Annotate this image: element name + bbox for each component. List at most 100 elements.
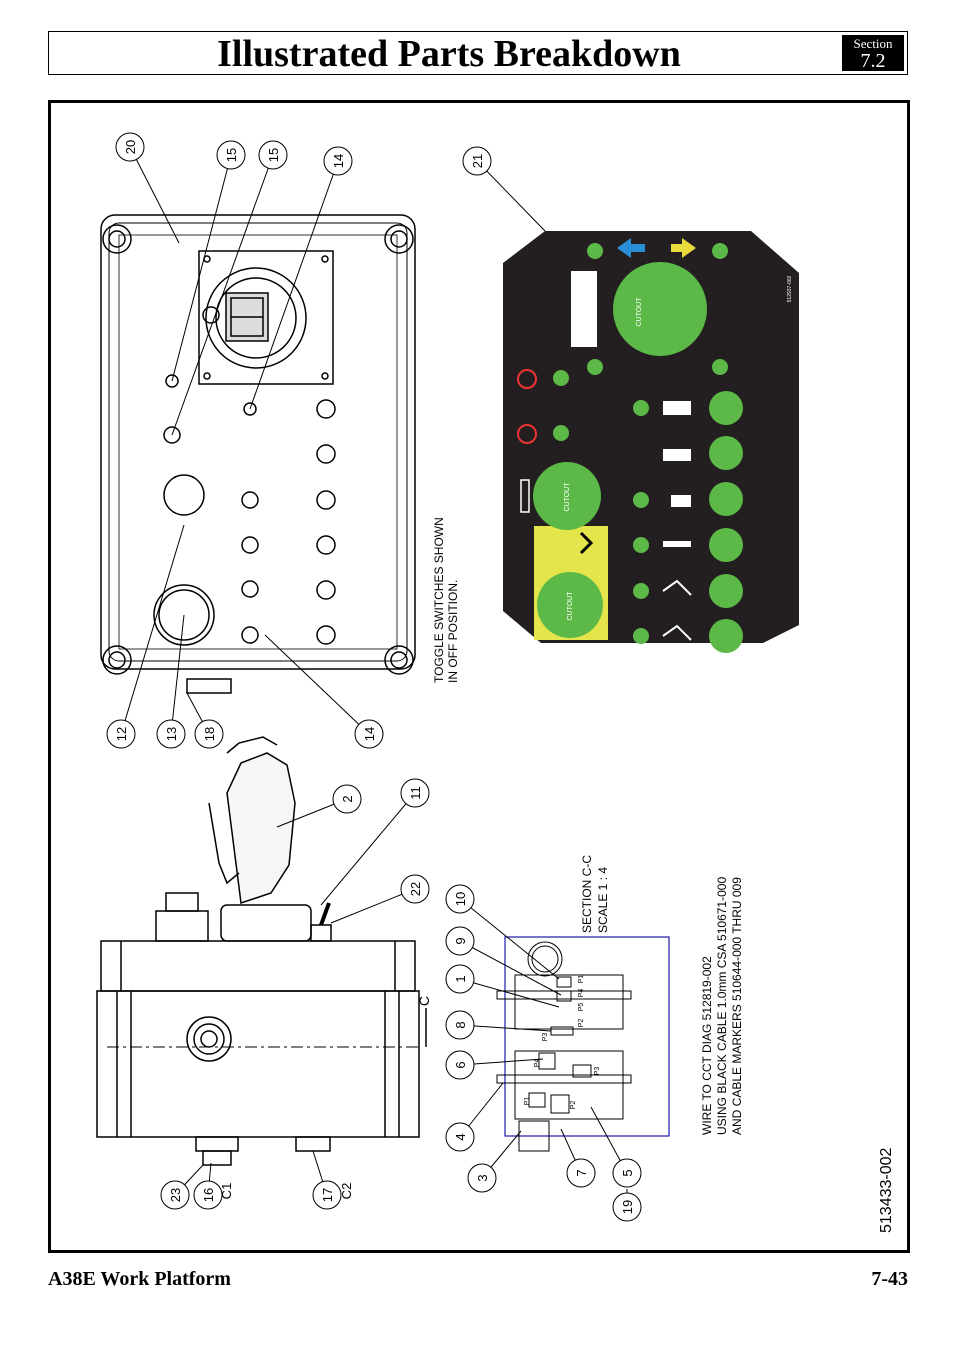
footer-product-name: A38E Work Platform — [48, 1268, 231, 1290]
section-note-line-1: SECTION C-C — [580, 855, 594, 933]
callout-number-14: 14 — [362, 727, 377, 741]
callout-bubble-8 — [445, 1010, 475, 1040]
callout-bubble-9 — [445, 926, 475, 956]
parts-drawing: CUTOUT CUTOUT CUTOUT 512937-002 C C1 C2 — [96, 132, 895, 1233]
callout-number-7: 7 — [574, 1169, 589, 1176]
callout-number-8: 8 — [453, 1021, 468, 1028]
callout-number-15: 15 — [266, 148, 281, 162]
callout-number-11: 11 — [408, 786, 423, 800]
callout-bubble-15 — [258, 140, 288, 170]
callout-leader-11 — [320, 792, 416, 906]
callout-number-23: 23 — [168, 1188, 183, 1202]
callout-leader-8 — [459, 1024, 552, 1032]
board-bottom-p1: P1 — [524, 1097, 531, 1106]
callout-bubble-11 — [400, 778, 430, 808]
callout-number-10: 10 — [453, 892, 468, 906]
board-top-p3: P3 — [542, 1033, 549, 1042]
callout-leader-15 — [171, 154, 274, 436]
board-bottom-p3: P3 — [594, 1067, 601, 1076]
wire-note-line-3: AND CABLE MARKERS 510644-000 THRU 009 — [730, 877, 744, 1135]
section-view-label: C — [416, 996, 432, 1006]
callout-number-9: 9 — [453, 937, 468, 944]
callout-bubble-14 — [323, 146, 353, 176]
callout-bubble-7 — [566, 1158, 596, 1188]
callout-bubble-18 — [194, 719, 224, 749]
callout-bubble-19 — [612, 1192, 642, 1222]
connector-c2-label: C2 — [339, 1183, 354, 1200]
callout-bubble-21 — [462, 146, 492, 176]
callout-bubble-3 — [467, 1163, 497, 1193]
callout-leader-12 — [120, 524, 185, 735]
callout-number-5: 5 — [620, 1169, 635, 1176]
connector-c1-label: C1 — [219, 1183, 234, 1200]
section-badge: Section 7.2 — [842, 35, 904, 71]
callout-bubble-23 — [160, 1180, 190, 1210]
control-box-side-view — [96, 736, 427, 1166]
callout-number-18: 18 — [202, 727, 217, 741]
wire-note-line-2: USING BLACK CABLE 1.0mm CSA 510671-000 — [715, 877, 729, 1135]
board-top-p2: P2 — [578, 1019, 585, 1028]
board-top-p1: P1 — [578, 975, 585, 984]
operation-decal — [503, 231, 799, 653]
callout-bubble-5 — [612, 1158, 642, 1188]
callout-bubble-15 — [216, 140, 246, 170]
callout-leader-22 — [330, 888, 416, 924]
callout-number-6: 6 — [453, 1061, 468, 1068]
callout-number-19: 19 — [620, 1200, 635, 1214]
callout-bubble-16 — [193, 1180, 223, 1210]
callout-leader-15 — [171, 154, 232, 382]
toggle-note-line-2: IN OFF POSITION. — [446, 580, 460, 683]
callout-number-20: 20 — [123, 140, 138, 154]
callout-leader-14 — [249, 160, 339, 410]
callout-leader-14 — [264, 634, 370, 735]
footer-page-number: 7-43 — [871, 1268, 908, 1290]
callout-leader-20 — [129, 146, 180, 244]
callout-bubble-1 — [445, 964, 475, 994]
callout-leader-13 — [170, 614, 185, 735]
page-header: Illustrated Parts Breakdown Section 7.2 — [48, 31, 908, 75]
callout-number-2: 2 — [340, 795, 355, 802]
callout-number-15: 15 — [224, 148, 239, 162]
toggle-note-line-1: TOGGLE SWITCHES SHOWN — [432, 517, 446, 683]
callout-bubble-22 — [400, 874, 430, 904]
drawing-part-number: 513433-002 — [878, 1147, 895, 1233]
callout-bubble-4 — [445, 1122, 475, 1152]
callout-bubble-10 — [445, 884, 475, 914]
callout-bubble-14 — [354, 719, 384, 749]
callout-bubble-2 — [332, 784, 362, 814]
decal-cutout-estop: CUTOUT — [567, 591, 574, 621]
callout-number-21: 21 — [470, 154, 485, 168]
callout-bubble-13 — [156, 719, 186, 749]
callout-number-12: 12 — [114, 727, 129, 741]
callout-bubble-6 — [445, 1050, 475, 1080]
callout-number-17: 17 — [320, 1188, 335, 1202]
section-label: Section — [853, 36, 893, 51]
board-top-p4: P4 — [578, 989, 585, 998]
callout-number-22: 22 — [408, 882, 423, 896]
callout-number-3: 3 — [475, 1174, 490, 1181]
callout-number-14: 14 — [331, 154, 346, 168]
callout-bubble-20 — [115, 132, 145, 162]
control-box-front-view — [100, 214, 416, 694]
callout-number-16: 16 — [201, 1188, 216, 1202]
callout-bubble-12 — [106, 719, 136, 749]
callout-number-1: 1 — [453, 975, 468, 982]
board-bottom-p4: P4 — [534, 1059, 541, 1068]
drawing-frame: CUTOUT CUTOUT CUTOUT 512937-002 C C1 C2 — [48, 100, 910, 1253]
callout-number-4: 4 — [453, 1133, 468, 1140]
section-note-line-2: SCALE 1 : 4 — [596, 867, 610, 933]
callout-number-13: 13 — [164, 727, 179, 741]
callout-leader-10 — [459, 898, 560, 980]
callout-leader-1 — [459, 978, 560, 1008]
decal-part-number: 512937-002 — [787, 275, 793, 302]
section-c-c-view — [496, 936, 670, 1152]
decal-cutout-main: CUTOUT — [636, 297, 643, 327]
callout-leader-21 — [476, 160, 546, 232]
section-number: 7.2 — [860, 50, 886, 72]
wire-note-line-1: WIRE TO CCT DIAG 512819-002 — [700, 956, 714, 1135]
callout-bubble-17 — [312, 1180, 342, 1210]
board-top-p5: P5 — [578, 1003, 585, 1012]
page-title: Illustrated Parts Breakdown — [217, 33, 681, 75]
decal-cutout-horn: CUTOUT — [564, 482, 571, 512]
